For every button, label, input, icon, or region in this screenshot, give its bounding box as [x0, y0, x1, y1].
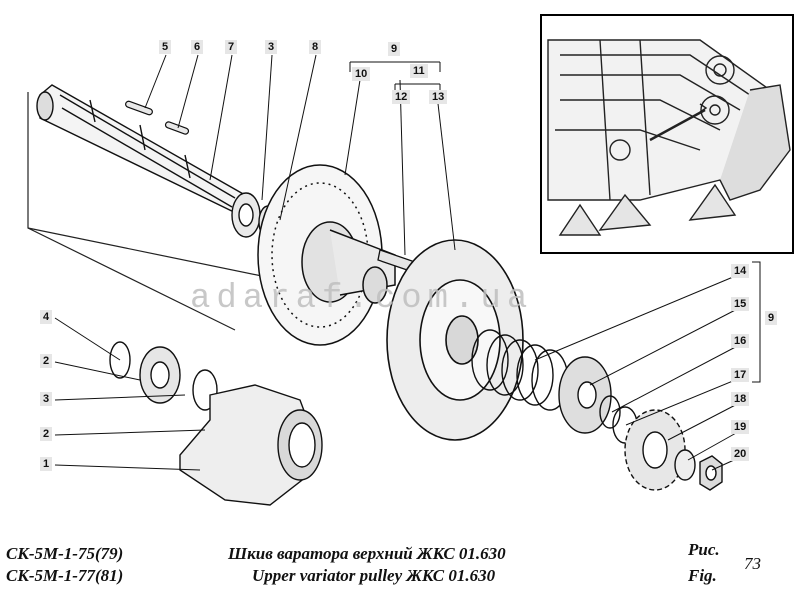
callout-14: 14: [731, 264, 750, 278]
leader-lines: [54, 54, 761, 471]
callout-3-top: 3: [265, 40, 278, 54]
title-en: Upper variator pulley ЖКС 01.630: [252, 566, 496, 585]
callout-9-right: 9: [765, 311, 778, 325]
callout-19: 19: [731, 420, 750, 434]
watermark: adaraf.com.ua: [190, 280, 534, 318]
callout-4: 4: [40, 310, 53, 324]
fig-label-en: Fig.: [688, 566, 717, 585]
callout-18: 18: [731, 392, 750, 406]
callout-8: 8: [309, 40, 322, 54]
bearing-housing-group: [109, 341, 323, 506]
callout-16: 16: [731, 334, 750, 348]
callout-15: 15: [731, 297, 750, 311]
washer-15: [558, 356, 612, 434]
callout-17: 17: [731, 368, 750, 382]
callout-20: 20: [731, 447, 750, 461]
combine-overview-inset: [540, 14, 794, 254]
callout-1: 1: [40, 457, 53, 471]
washer-nut: [674, 449, 723, 491]
callout-6: 6: [191, 40, 204, 54]
pulley-flange-10: [257, 164, 396, 346]
callout-3-left: 3: [40, 392, 53, 406]
keys: [125, 100, 190, 135]
callout-12: 12: [392, 90, 411, 104]
callout-2-lower: 2: [40, 427, 53, 441]
title-ru: Шкив варатора верхний ЖКС 01.630: [228, 544, 506, 563]
model-line-1: СК-5М-1-75(79): [6, 544, 124, 563]
callout-13: 13: [429, 90, 448, 104]
callout-11: 11: [410, 64, 428, 78]
callout-10: 10: [352, 67, 371, 81]
callout-2-upper: 2: [40, 354, 53, 368]
model-line-2: СК-5М-1-77(81): [6, 566, 124, 585]
callout-7: 7: [225, 40, 238, 54]
splined-shaft: [36, 84, 246, 217]
pulley-flange-13: [386, 239, 524, 441]
callout-5: 5: [159, 40, 172, 54]
figure-number: 73: [744, 554, 761, 573]
fig-label-ru: Рис.: [688, 540, 720, 559]
callout-9-top: 9: [388, 42, 401, 56]
